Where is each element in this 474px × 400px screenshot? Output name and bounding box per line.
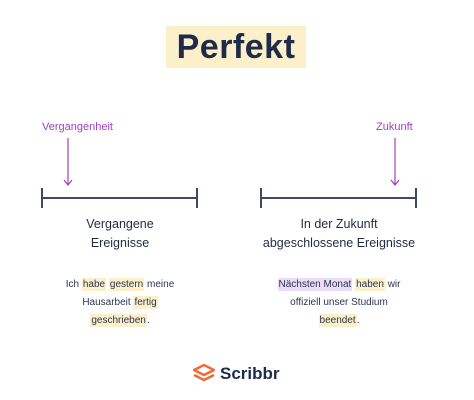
future-heading-line1: In der Zukunft (300, 217, 378, 231)
highlight-geschrieben: geschrieben (90, 314, 147, 327)
highlight-fertig: fertig (133, 296, 158, 309)
highlight-haben: haben (355, 278, 385, 291)
future-arrow-icon (390, 138, 400, 186)
future-heading-line2: abgeschlossene Ereignisse (262, 236, 416, 250)
past-heading-line2: Ereignisse (90, 236, 150, 250)
future-marker-label: Zukunft (376, 121, 413, 133)
past-arrow-icon (63, 138, 73, 186)
page-title: Perfekt (176, 27, 296, 66)
scribbr-logo-icon (193, 364, 215, 382)
title-highlight: Perfekt (166, 26, 306, 68)
past-example-line3: geschrieben. (90, 314, 150, 327)
future-example-sentence: Nächsten Monat haben wir offiziell unser… (259, 276, 419, 330)
past-marker-label: Vergangenheit (42, 121, 113, 133)
past-example-line2: Hausarbeit fertig (82, 296, 158, 309)
future-example-line2: offiziell unser Studium (290, 297, 388, 308)
past-example-sentence: Ich habe gestern meine Hausarbeit fertig… (40, 276, 200, 330)
future-example-line3: beendet. (318, 314, 360, 327)
past-heading-line1: Vergangene (86, 217, 154, 231)
past-example-line1: Ich habe gestern meine (65, 278, 175, 291)
highlight-habe: habe (81, 278, 107, 291)
past-timeline (41, 188, 198, 208)
future-heading: In der Zukunft abgeschlossene Ereignisse (239, 215, 439, 253)
past-heading: Vergangene Ereignisse (40, 215, 200, 253)
scribbr-brand: Scribbr (193, 363, 280, 385)
highlight-gestern: gestern (108, 278, 145, 291)
brand-name: Scribbr (220, 364, 280, 383)
highlight-naechsten-monat: Nächsten Monat (277, 278, 353, 291)
future-example-line1: Nächsten Monat haben wir (277, 278, 401, 291)
highlight-beendet: beendet (318, 314, 357, 327)
future-timeline (260, 188, 417, 208)
